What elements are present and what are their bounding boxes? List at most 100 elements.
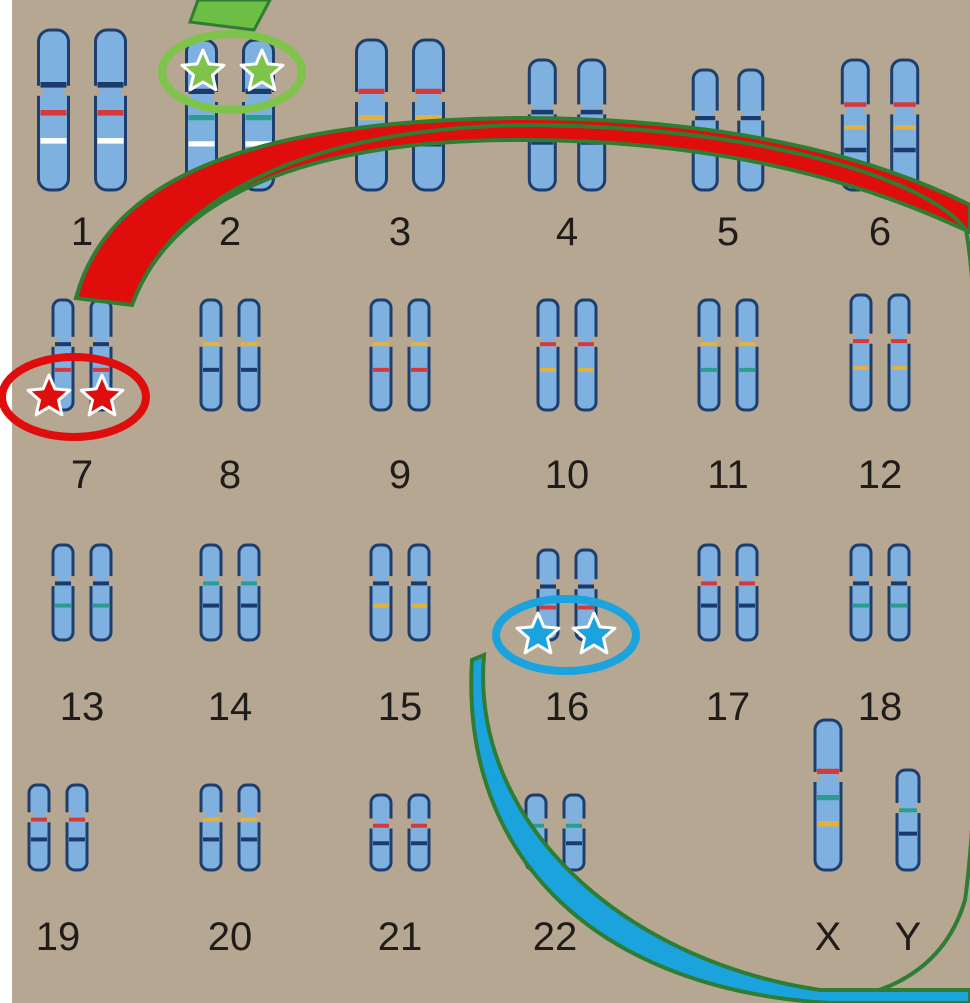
chromosome-band (411, 823, 427, 828)
centromere-notch-right (387, 818, 393, 829)
chromosome-band (55, 603, 71, 608)
centromere-notch-right (915, 803, 921, 813)
chromosome-band (411, 367, 427, 372)
centromere-notch-left (895, 803, 901, 813)
chromosome-band (373, 841, 389, 846)
chromosome-band (40, 82, 67, 88)
chromosome-band (415, 115, 442, 121)
centromere-notch-left (199, 812, 205, 823)
centromere-notch-right (255, 336, 261, 347)
chromatid-body (199, 783, 223, 872)
centromere-notch-right (255, 576, 261, 587)
centromere-notch-right (551, 104, 558, 115)
centromere-notch-left (369, 336, 375, 347)
chromosome-band (241, 342, 257, 347)
centromere-notch-right (758, 110, 765, 121)
centromere-notch-right (753, 336, 759, 347)
chromosome-10-a (536, 298, 560, 412)
chromosome-label-7: 7 (71, 453, 93, 497)
chromosome-band (695, 116, 716, 121)
chromosome-band (899, 808, 917, 813)
centromere-notch-right (600, 104, 607, 115)
chromosome-band (578, 342, 594, 347)
chromosome-1-b (93, 28, 128, 192)
chromosome-band (701, 342, 717, 347)
centromere-notch-left (407, 336, 413, 347)
chromosome-band (97, 82, 124, 88)
chromosome-14-a (199, 543, 223, 642)
chromosome-band (739, 581, 755, 586)
centromere-notch-right (69, 336, 75, 347)
chromatid-body (887, 293, 911, 412)
chromosome-band (31, 817, 47, 822)
chromosome-band (93, 603, 109, 608)
chromosome-8-a (199, 298, 223, 412)
chromosome-band (245, 88, 272, 94)
chromatid-body (89, 543, 113, 642)
chromosome-band (358, 88, 385, 94)
centromere-notch-right (107, 336, 113, 347)
chromosome-band (531, 109, 554, 115)
chromosome-band (373, 823, 389, 828)
centromere-notch-right (592, 336, 598, 347)
chromosome-label-5: 5 (717, 210, 739, 254)
centromere-notch-right (217, 576, 223, 587)
chromosome-band (817, 768, 839, 774)
centromere-notch-left (735, 576, 741, 587)
chromosome-band (55, 342, 71, 347)
chromosome-band (40, 138, 67, 144)
chromosome-band (97, 138, 124, 144)
chromatid-body (574, 298, 598, 412)
chromosome-15-b (407, 543, 431, 642)
centromere-notch-right (425, 576, 431, 587)
chromosome-label-2: 2 (219, 210, 241, 254)
chromosome-band (566, 823, 582, 828)
centromere-notch-left (411, 92, 418, 102)
chromosome-10-b (574, 298, 598, 412)
centromere-notch-left (813, 772, 819, 782)
chromatid-body (849, 293, 873, 412)
chromosome-band (373, 342, 389, 347)
chromosome-label-14: 14 (208, 685, 253, 729)
chromosome-band (69, 837, 85, 842)
chromosome-band (241, 603, 257, 608)
centromere-notch-left (65, 812, 71, 823)
centromere-notch-left (697, 576, 703, 587)
chromosome-11-a (697, 298, 721, 412)
centromere-notch-left (527, 104, 534, 115)
chromatid-body (65, 783, 89, 872)
chromosome-band (31, 837, 47, 842)
chromosome-band (531, 140, 554, 145)
centromere-notch-left (691, 110, 698, 121)
chromosome-band (528, 823, 544, 828)
chromosome-band (241, 367, 257, 372)
centromere-notch-right (837, 772, 843, 782)
chromosome-15-a (369, 543, 393, 642)
chromosome-19-a (27, 783, 51, 872)
chromosome-band (411, 841, 427, 846)
chromosome-band (203, 603, 219, 608)
chromosome-label-1: 1 (71, 210, 93, 254)
centromere-notch-right (439, 92, 446, 102)
star-icon (180, 48, 226, 92)
chromosome-X (813, 718, 843, 872)
chromosome-label-X: X (815, 915, 842, 959)
centromere-notch-right (554, 579, 560, 590)
chromatid-body (849, 543, 873, 642)
chromatid-body (369, 543, 393, 642)
chromosome-band (853, 339, 869, 344)
chromosome-21-a (369, 793, 393, 872)
chromosome-14-b (237, 543, 261, 642)
centromere-notch-left (887, 333, 893, 344)
centromere-notch-right (913, 104, 920, 115)
chromosome-band (701, 581, 717, 586)
chromatid-body (27, 783, 51, 872)
centromere-notch-left (840, 104, 847, 115)
chromosome-17-b (735, 543, 759, 642)
chromosome-13-a (51, 543, 75, 642)
chromatid-body (199, 543, 223, 642)
chromosome-band (188, 115, 215, 121)
centromere-notch-right (867, 333, 873, 344)
chromosome-band (411, 581, 427, 586)
